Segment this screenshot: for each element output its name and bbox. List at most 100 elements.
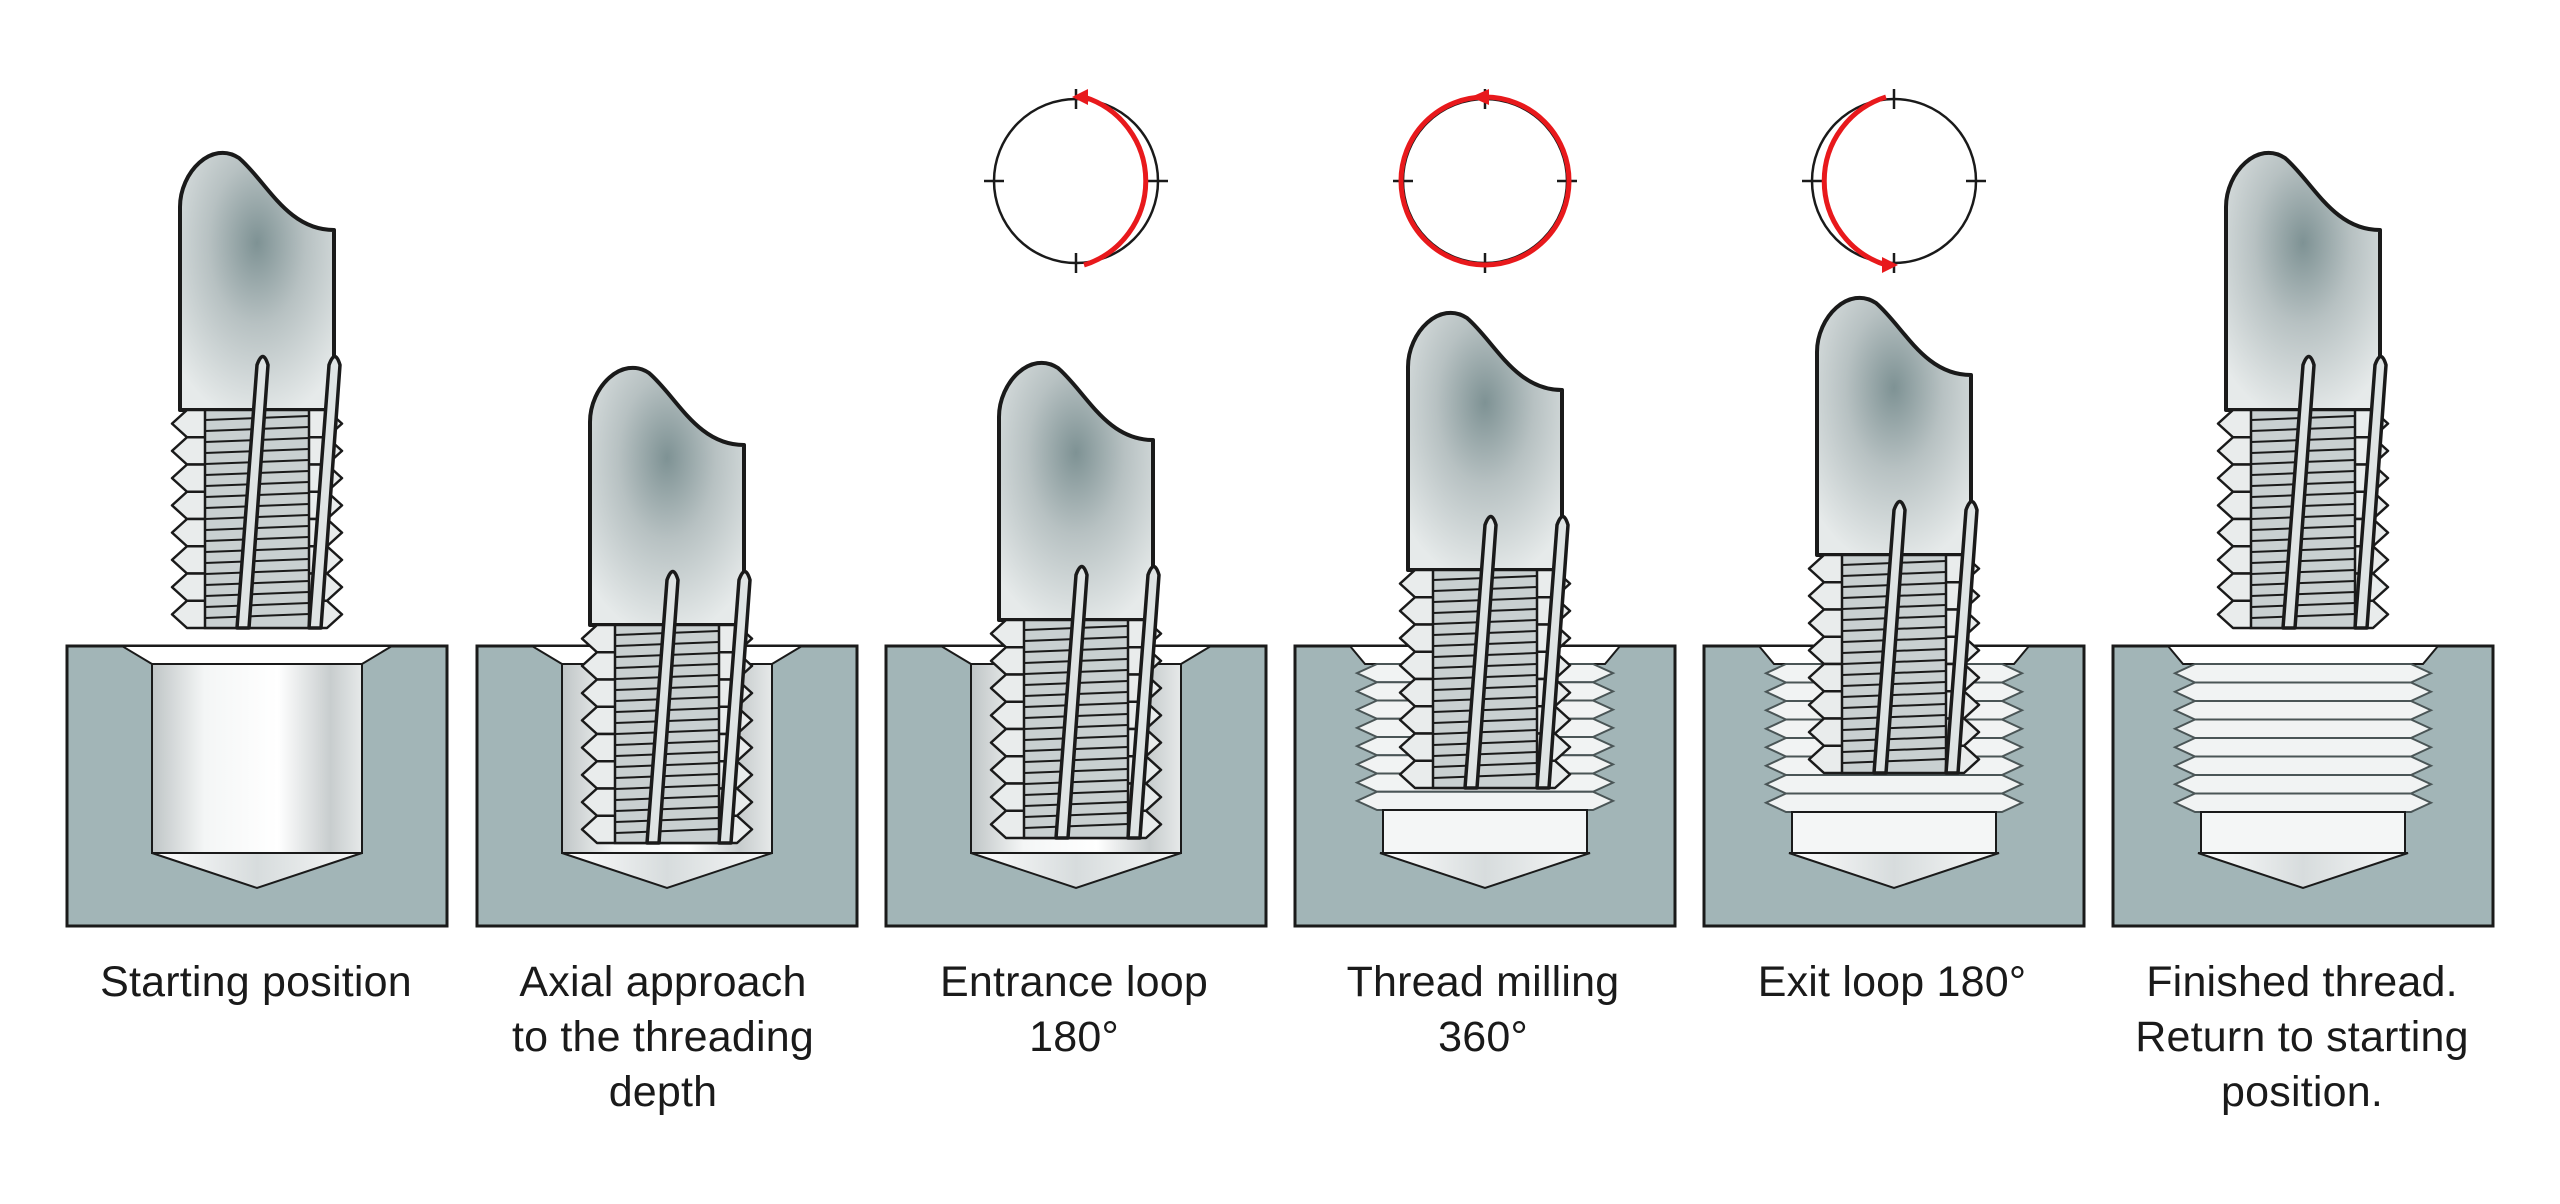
cutting-edge-line bbox=[2250, 547, 2356, 553]
cutting-edge-line bbox=[2250, 613, 2356, 619]
cutting-edge-line bbox=[614, 762, 720, 768]
cutting-edge-line bbox=[204, 580, 310, 586]
hole-chamfer bbox=[118, 645, 396, 665]
cutting-edge-line bbox=[614, 817, 720, 823]
tool-shank bbox=[997, 360, 1155, 622]
milling-path-arc bbox=[1083, 94, 1149, 268]
cutting-edge-line bbox=[1432, 729, 1538, 735]
thread-mill-tool bbox=[1807, 295, 1981, 775]
cutting-edge-line bbox=[204, 591, 310, 597]
cutting-edge-line bbox=[1023, 801, 1129, 807]
cutting-edge-line bbox=[1023, 823, 1129, 829]
drill-point-cone bbox=[1788, 852, 2000, 890]
cutting-edge-line bbox=[614, 784, 720, 790]
step-5-panel bbox=[1702, 89, 2086, 928]
tool-flute-left bbox=[1872, 499, 1907, 775]
cutting-edge-line bbox=[614, 773, 720, 779]
thread-mill-tool bbox=[170, 150, 344, 630]
cutting-edge-line bbox=[1841, 692, 1947, 698]
tool-path-diagram bbox=[984, 89, 1168, 273]
bore-hole bbox=[1791, 811, 1997, 854]
cutting-edge-line bbox=[2250, 558, 2356, 564]
cutting-edge-line bbox=[1841, 714, 1947, 720]
cutting-edge-line bbox=[1841, 703, 1947, 709]
internal-thread-groove bbox=[1763, 792, 2025, 813]
tool-flute-left bbox=[2281, 354, 2316, 630]
tool-flute-right bbox=[1535, 514, 1570, 790]
step-4-panel bbox=[1293, 89, 1677, 928]
tool-flute-right bbox=[717, 569, 752, 845]
cutting-edge-line bbox=[1841, 736, 1947, 742]
cutting-edge-line bbox=[1841, 725, 1947, 731]
internal-thread-groove bbox=[1763, 774, 2025, 795]
internal-thread-groove bbox=[2172, 774, 2434, 795]
cutting-edge-line bbox=[1023, 768, 1129, 774]
step-6-panel bbox=[2111, 150, 2495, 928]
tool-shank bbox=[588, 365, 746, 627]
step-1-panel bbox=[65, 150, 449, 928]
tool-flute-right bbox=[1126, 564, 1161, 840]
drill-point-cone bbox=[151, 852, 363, 890]
step-5-caption: Exit loop 180° bbox=[1757, 958, 2027, 1006]
tool-path-diagram bbox=[1802, 89, 1986, 273]
bore-hole bbox=[1382, 809, 1588, 854]
cutting-edge-line bbox=[2250, 591, 2356, 597]
internal-thread-groove bbox=[2172, 663, 2434, 684]
cutting-edge-line bbox=[1023, 779, 1129, 785]
drill-point-cone bbox=[561, 852, 773, 890]
tool-shank bbox=[1815, 295, 1973, 557]
cutting-edge-line bbox=[1432, 751, 1538, 757]
bore-hole bbox=[2200, 811, 2406, 854]
cutting-edge-line bbox=[1841, 758, 1947, 764]
cutting-edge-line bbox=[2250, 580, 2356, 586]
thread-mill-tool bbox=[580, 365, 754, 845]
cutting-edge-line bbox=[614, 806, 720, 812]
internal-thread-groove bbox=[2172, 755, 2434, 776]
cutting-edge-line bbox=[1023, 757, 1129, 763]
path-arrowhead bbox=[1471, 89, 1489, 105]
internal-thread-groove bbox=[2172, 700, 2434, 721]
cutting-edge-line bbox=[1432, 707, 1538, 713]
reference-circle bbox=[1401, 97, 1569, 265]
cutting-edge-line bbox=[204, 613, 310, 619]
tool-flute-left bbox=[645, 569, 680, 845]
cutting-edge-line bbox=[2250, 602, 2356, 608]
step-2-panel bbox=[475, 365, 859, 928]
cutting-edge-line bbox=[2250, 569, 2356, 575]
tool-shank bbox=[178, 150, 336, 412]
thread-mill-tool bbox=[1398, 310, 1572, 790]
cutting-edge-line bbox=[1432, 740, 1538, 746]
cutting-edge-line bbox=[614, 828, 720, 834]
step-3-caption: Entrance loop 180° bbox=[940, 958, 1208, 1061]
internal-thread-groove bbox=[2172, 718, 2434, 739]
thread-mill-tool bbox=[989, 360, 1163, 840]
thread-mill-tool bbox=[2216, 150, 2390, 630]
tool-shank bbox=[2224, 150, 2382, 412]
tool-flute-right bbox=[2353, 354, 2388, 630]
bore-hole bbox=[151, 663, 363, 854]
cutting-edge-line bbox=[1432, 773, 1538, 779]
tool-path-diagram bbox=[1393, 89, 1577, 273]
cutting-edge-line bbox=[1432, 762, 1538, 768]
reference-circle bbox=[1810, 97, 1978, 265]
cutting-edge-line bbox=[1432, 718, 1538, 724]
tool-flute-right bbox=[1944, 499, 1979, 775]
cutting-edge-line bbox=[1023, 812, 1129, 818]
tool-flute-right bbox=[307, 354, 342, 630]
cutting-edge-line bbox=[204, 558, 310, 564]
internal-thread-groove bbox=[2172, 737, 2434, 758]
step-3-panel bbox=[884, 89, 1268, 928]
step-1-caption: Starting position bbox=[100, 958, 412, 1006]
cutting-edge-line bbox=[204, 547, 310, 553]
milling-path-arc bbox=[1821, 94, 1887, 268]
reference-circle bbox=[992, 97, 1160, 265]
path-arrowhead bbox=[1882, 257, 1898, 273]
path-arrowhead bbox=[1072, 89, 1088, 105]
cutting-edge-line bbox=[614, 795, 720, 801]
tool-flute-left bbox=[235, 354, 270, 630]
hole-chamfer bbox=[2165, 645, 2441, 665]
drill-point-cone bbox=[1379, 852, 1591, 890]
internal-thread-groove bbox=[2172, 792, 2434, 813]
tool-flute-left bbox=[1463, 514, 1498, 790]
